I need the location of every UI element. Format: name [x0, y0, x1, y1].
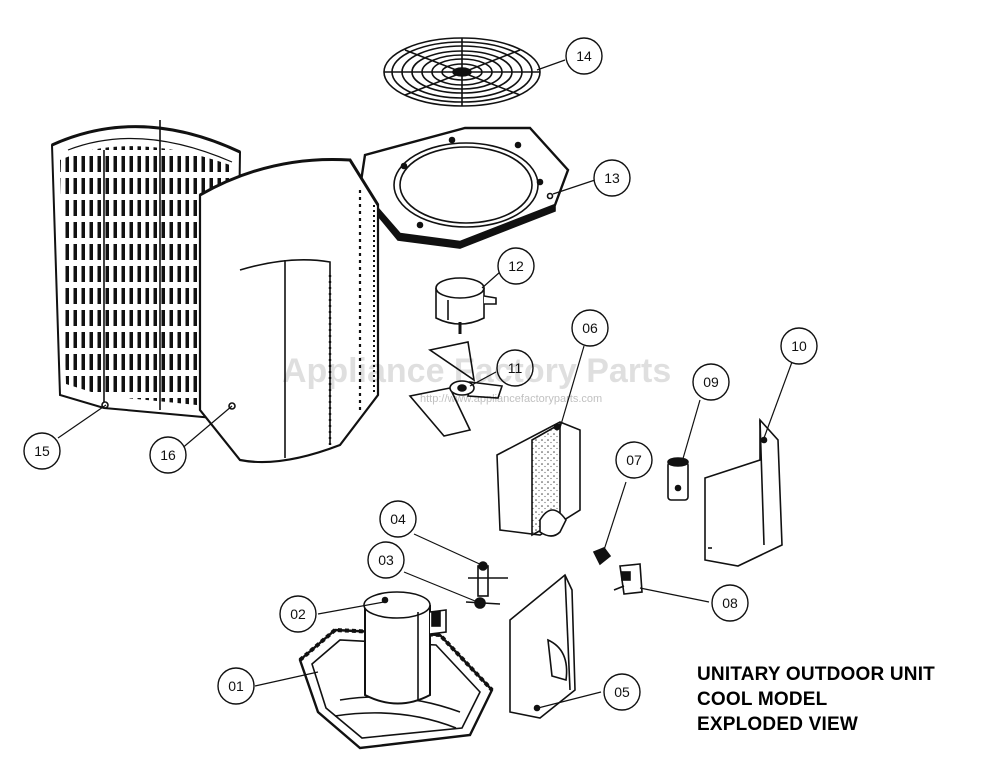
part-top-panel: [358, 126, 570, 249]
svg-text:08: 08: [722, 595, 738, 611]
callout-03: 03: [367, 541, 405, 579]
part-capacitor: [667, 457, 689, 501]
part-relay: [613, 563, 643, 595]
part-corner-panel: [509, 573, 576, 719]
callout-04: 04: [379, 500, 417, 538]
svg-text:06: 06: [582, 320, 598, 336]
leader-lines: [57, 59, 793, 709]
part-fan-blade: [408, 341, 504, 437]
svg-text:09: 09: [703, 374, 719, 390]
svg-text:07: 07: [626, 452, 642, 468]
callout-15: 15: [23, 432, 61, 470]
watermark-text: Appliance Factory Parts: [282, 352, 672, 390]
part-coil-guard: [50, 120, 242, 422]
callout-08: 08: [711, 584, 749, 622]
callout-09: 09: [692, 363, 730, 401]
svg-text:02: 02: [290, 606, 306, 622]
svg-text:04: 04: [390, 511, 406, 527]
part-access-panel: [704, 417, 783, 567]
callout-14: 14: [565, 37, 603, 75]
svg-text:13: 13: [604, 170, 620, 186]
callouts: 01 02 03 04 05 06 07 08 09 10 11 12 13 1…: [23, 37, 818, 711]
part-contactor: [592, 547, 612, 566]
diagram-title-line-2: COOL MODEL: [697, 689, 828, 710]
diagram-title-line-1: UNITARY OUTDOOR UNIT: [697, 664, 935, 685]
watermark-url: http://www.appliancefactoryparts.com: [420, 393, 603, 405]
callout-07: 07: [615, 441, 653, 479]
diagram-title-line-3: EXPLODED VIEW: [697, 714, 858, 735]
part-control-panel: [496, 421, 581, 537]
callout-02: 02: [279, 595, 317, 633]
callout-06: 06: [571, 309, 609, 347]
part-fan-motor: [435, 277, 497, 334]
part-service-valve-large: [468, 561, 508, 597]
callout-11: 11: [496, 349, 534, 387]
svg-text:03: 03: [378, 552, 394, 568]
callout-05: 05: [603, 673, 641, 711]
svg-text:15: 15: [34, 443, 50, 459]
callout-13: 13: [593, 159, 631, 197]
callout-16: 16: [149, 436, 187, 474]
callout-01: 01: [217, 667, 255, 705]
svg-text:12: 12: [508, 258, 524, 274]
part-cabinet-wrapper: [198, 157, 380, 464]
svg-text:05: 05: [614, 684, 630, 700]
callout-12: 12: [497, 247, 535, 285]
part-compressor: [363, 591, 447, 705]
svg-text:14: 14: [576, 48, 592, 64]
part-fan-guard: [383, 37, 541, 107]
svg-text:10: 10: [791, 338, 807, 354]
svg-text:16: 16: [160, 447, 176, 463]
callout-10: 10: [780, 327, 818, 365]
svg-text:11: 11: [508, 360, 523, 376]
svg-text:01: 01: [228, 678, 244, 694]
